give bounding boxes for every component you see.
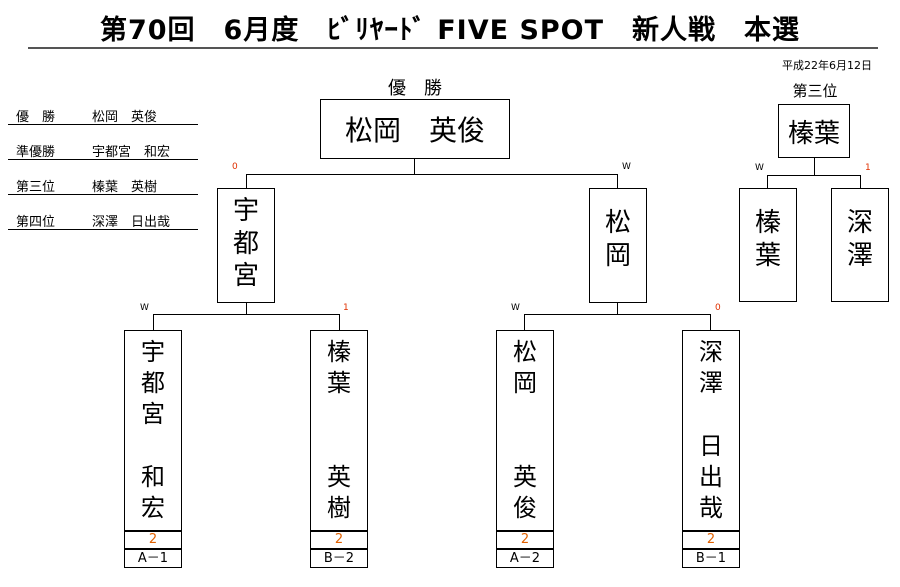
third-left-result: W [755, 163, 764, 173]
connector-line [524, 314, 525, 330]
summary-rank: 優 勝 [16, 110, 56, 125]
player-box: 宇 都 宮 和 宏 [124, 330, 182, 531]
summary-name: 榛葉 英樹 [92, 180, 158, 195]
seed-code: A－1 [124, 549, 182, 568]
player-score: 2 [124, 531, 182, 549]
seed-code: B－1 [682, 549, 740, 568]
page-title: 第70回 6月度 ﾋﾞﾘﾔｰﾄﾞ FIVE SPOT 新人戦 本選 [99, 15, 801, 46]
connector-line [767, 175, 768, 188]
player-box: 深 澤 日 出 哉 [682, 330, 740, 531]
third-left-box: 榛 葉 [739, 188, 797, 302]
finalist-left-box: 宇 都 宮 [217, 188, 275, 303]
connector-line [153, 314, 154, 330]
semi-result: 1 [343, 303, 349, 313]
semi-result: W [140, 303, 149, 313]
summary-row-runner-up: 準優勝 宇都宮 和宏 [8, 139, 198, 160]
connector-line [414, 159, 415, 174]
connector-line [153, 314, 340, 315]
summary-row-third: 第三位 榛葉 英樹 [8, 174, 198, 195]
connector-line [524, 314, 711, 315]
champion-box: 松岡 英俊 [320, 99, 510, 159]
connector-line [617, 174, 618, 188]
semi-result: W [511, 303, 520, 313]
summary-rank: 第三位 [16, 180, 56, 195]
semi-result: 0 [715, 303, 721, 313]
finalist-right-box: 松 岡 [589, 188, 647, 303]
connector-line [860, 175, 861, 188]
connector-line [246, 174, 618, 175]
title-underline [28, 47, 878, 49]
event-date: 平成22年6月12日 [782, 59, 872, 72]
final-right-result: W [622, 162, 631, 172]
seed-code: A－2 [496, 549, 554, 568]
player-box: 榛 葉 英 樹 [310, 330, 368, 531]
connector-line [617, 303, 618, 314]
seed-code: B－2 [310, 549, 368, 568]
connector-line [246, 303, 247, 314]
summary-rank: 準優勝 [16, 145, 56, 160]
summary-row-champion: 優 勝 松岡 英俊 [8, 104, 198, 125]
player-score: 2 [310, 531, 368, 549]
connector-line [767, 175, 861, 176]
third-right-result: 1 [865, 163, 871, 173]
summary-rank: 第四位 [16, 215, 56, 230]
player-score: 2 [682, 531, 740, 549]
third-place-winner-box: 榛葉 [778, 104, 850, 158]
player-box: 松 岡 英 俊 [496, 330, 554, 531]
third-right-box: 深 澤 [831, 188, 889, 302]
connector-line [814, 158, 815, 175]
player-score: 2 [496, 531, 554, 549]
champion-label: 優 勝 [388, 78, 442, 99]
connector-line [246, 174, 247, 188]
summary-row-fourth: 第四位 深澤 日出哉 [8, 209, 198, 230]
final-left-result: 0 [232, 162, 238, 172]
third-place-label: 第三位 [792, 82, 838, 100]
summary-name: 松岡 英俊 [92, 110, 158, 125]
connector-line [710, 314, 711, 330]
connector-line [339, 314, 340, 330]
summary-name: 宇都宮 和宏 [92, 145, 171, 160]
summary-name: 深澤 日出哉 [92, 215, 171, 230]
